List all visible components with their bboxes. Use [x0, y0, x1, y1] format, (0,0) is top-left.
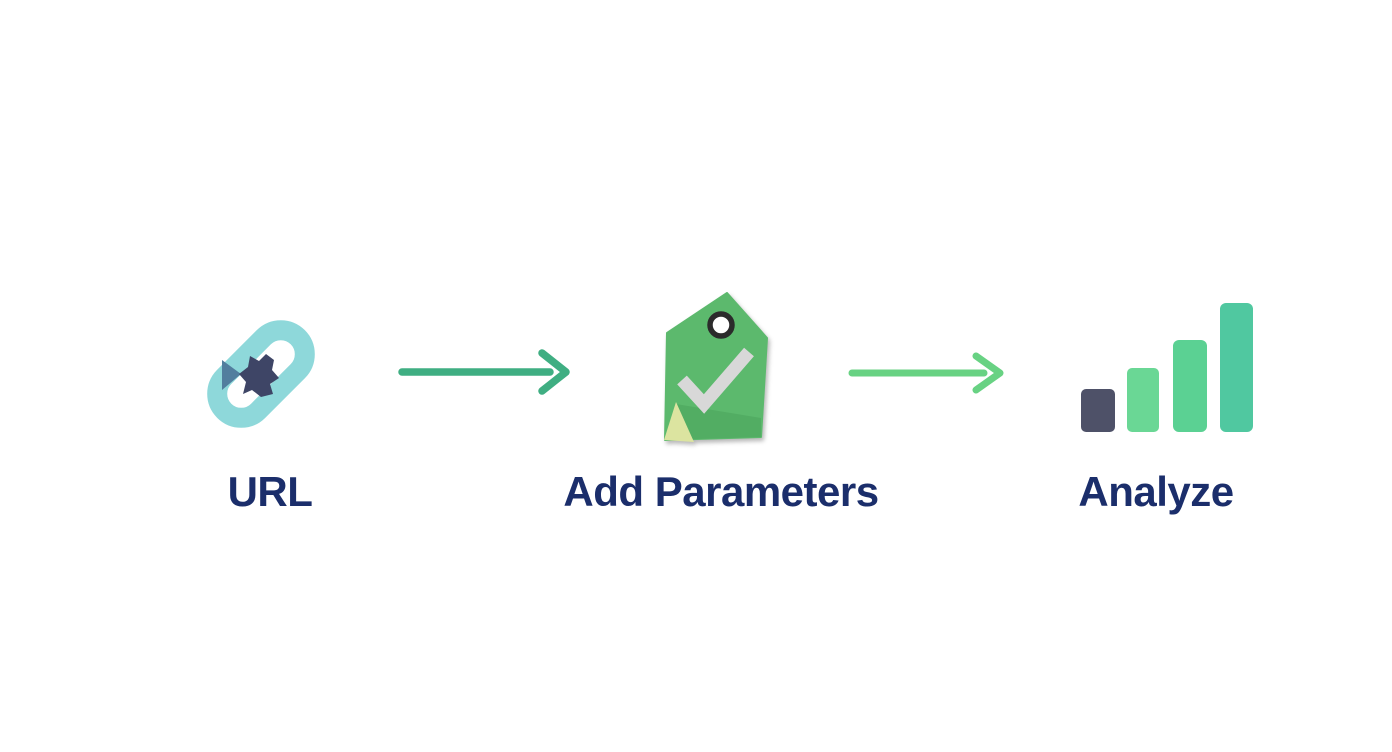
- tag-check-icon: [664, 292, 768, 442]
- bar-1: [1081, 389, 1115, 432]
- flow-arrow-1: [398, 349, 570, 395]
- bar-chart-icon: [1081, 303, 1253, 432]
- arrow-right-icon: [848, 352, 1004, 394]
- checkmark-icon: [677, 347, 754, 414]
- bar-3: [1173, 340, 1207, 432]
- link-facet: [222, 360, 241, 390]
- link-knot: [239, 354, 279, 397]
- step-label-add-parameters: Add Parameters: [563, 468, 879, 515]
- bar-4: [1220, 303, 1253, 432]
- arrow-right-icon: [398, 349, 570, 395]
- step-label-url: URL: [227, 468, 313, 515]
- link-icon: [207, 320, 315, 428]
- tag-body: [664, 292, 768, 441]
- flow-arrow-2: [848, 352, 1004, 394]
- bar-2: [1127, 368, 1159, 432]
- step-label-analyze: Analyze: [1078, 468, 1234, 515]
- tag-corner-fold: [664, 402, 694, 442]
- tag-hole: [707, 311, 735, 339]
